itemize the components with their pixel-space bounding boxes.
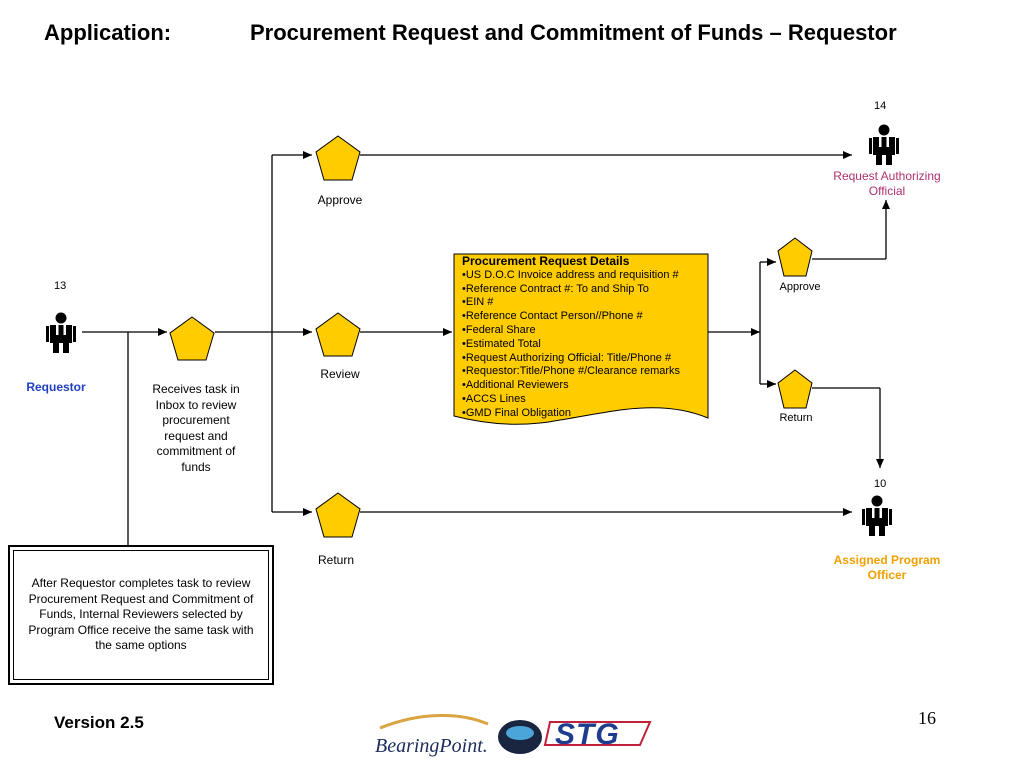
pentagon-task-icon bbox=[777, 369, 813, 409]
detail-item: •EIN # bbox=[462, 296, 494, 309]
detail-item: •Requestor:Title/Phone #/Clearance remar… bbox=[462, 365, 681, 378]
officer-number: 10 bbox=[874, 478, 887, 490]
requestor-number: 13 bbox=[54, 280, 67, 292]
procurement-details: Procurement Request Details •US D.O.C In… bbox=[462, 254, 707, 421]
pentagon-task-icon bbox=[315, 312, 361, 357]
page-number: 16 bbox=[918, 708, 936, 728]
note-text: After Requestor completes task to review… bbox=[13, 550, 269, 680]
document-icon bbox=[453, 253, 709, 425]
version-label: Version 2.5 bbox=[54, 713, 144, 732]
approve-label: Approve bbox=[317, 193, 363, 207]
review-label: Review bbox=[320, 367, 360, 381]
page-title: Procurement Request and Commitment of Fu… bbox=[250, 20, 897, 45]
procurement-details-title: Procurement Request Details bbox=[462, 254, 630, 268]
detail-item: •GMD Final Obligation bbox=[462, 406, 572, 419]
detail-item: •Additional Reviewers bbox=[462, 379, 569, 392]
detail-item: •Reference Contact Person//Phone # bbox=[462, 310, 643, 323]
application-label: Application: bbox=[44, 20, 172, 45]
detail-item: •Reference Contract #: To and Ship To bbox=[462, 282, 649, 295]
detail-item: •Federal Share bbox=[462, 323, 536, 336]
bearingpoint-logo: BearingPoint. bbox=[375, 735, 488, 757]
return-right-label: Return bbox=[779, 412, 813, 424]
return-label: Return bbox=[317, 553, 355, 567]
detail-item: •Estimated Total bbox=[462, 337, 541, 350]
detail-item: •US D.O.C Invoice address and requisitio… bbox=[462, 268, 679, 281]
note-box: After Requestor completes task to review… bbox=[8, 545, 274, 685]
pentagon-task-icon bbox=[777, 237, 813, 277]
receive-task-description: Receives task in Inbox to review procure… bbox=[152, 382, 240, 474]
stg-logo: STG bbox=[555, 718, 620, 751]
authorizing-label: Request Authorizing Official bbox=[833, 169, 941, 198]
person-icon bbox=[46, 312, 76, 353]
pentagon-task-icon bbox=[169, 316, 215, 361]
pentagon-task-icon bbox=[315, 135, 361, 181]
requestor-label: Requestor bbox=[26, 380, 86, 394]
connectors bbox=[82, 151, 890, 545]
person-icon bbox=[869, 124, 899, 165]
detail-item: •Request Authorizing Official: Title/Pho… bbox=[462, 351, 672, 364]
task-pentagons bbox=[169, 135, 813, 538]
pentagon-task-icon bbox=[315, 492, 361, 538]
commits-logo-icon bbox=[379, 713, 652, 754]
approve-right-label: Approve bbox=[779, 281, 821, 293]
detail-item: •ACCS Lines bbox=[462, 392, 526, 405]
officer-label: Assigned Program Officer bbox=[833, 553, 941, 582]
person-icon bbox=[862, 495, 892, 536]
authorizing-number: 14 bbox=[874, 100, 887, 112]
